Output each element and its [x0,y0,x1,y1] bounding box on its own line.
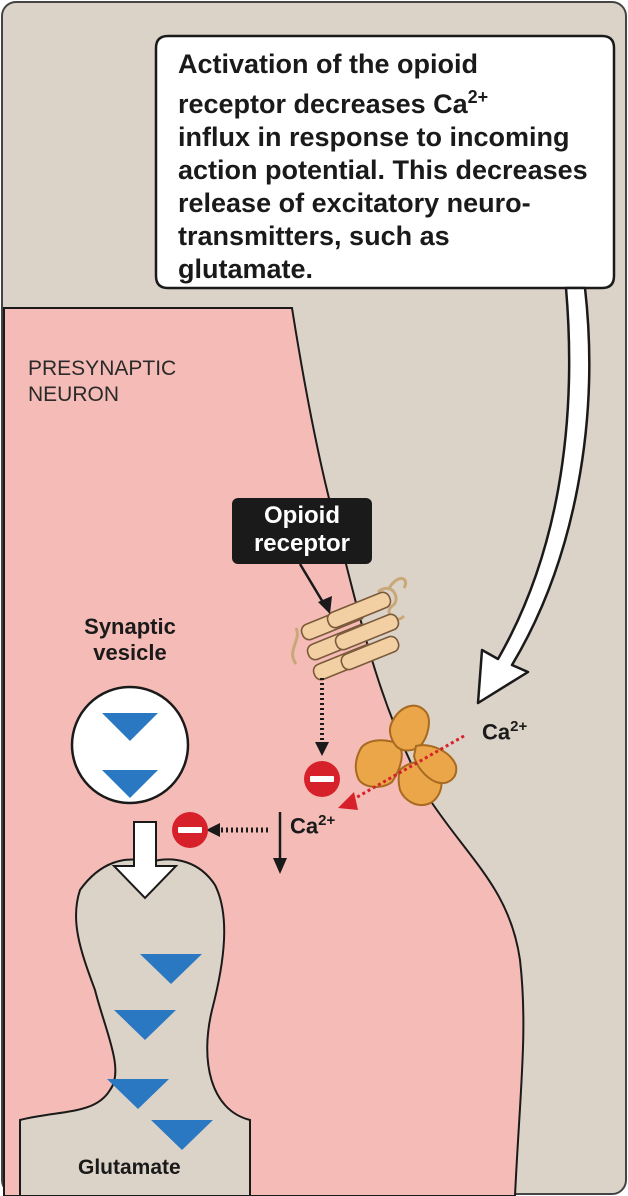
vesicle-label-line2: vesicle [60,640,200,666]
receptor-tag-line2: receptor [232,530,372,558]
calcium-inside-label: Ca2+ [290,812,335,839]
vesicle-inhibition-icon [172,812,208,848]
neuron-label-line2: NEURON [28,382,176,408]
receptor-tag-line1: Opioid [232,502,372,530]
neuron-label-line1: PRESYNAPTIC [28,356,176,382]
synaptic-vesicle-label: Synaptic vesicle [60,614,200,666]
callout-line: receptor decreases Ca2+ [178,81,618,121]
callout-line: transmitters, such as [178,220,618,253]
callout-line: glutamate. [178,253,618,286]
calcium-outside-label: Ca2+ [482,718,527,745]
vesicle-label-line1: Synaptic [60,614,200,640]
callout-line: release of excitatory neuro- [178,187,618,220]
callout-line-text: receptor decreases Ca [178,89,468,119]
opioid-receptor-tag: Opioid receptor [232,498,372,564]
callout-text: Activation of the opioid receptor decrea… [178,48,618,286]
glutamate-label: Glutamate [78,1156,181,1180]
calcium-outside-superscript: 2+ [510,718,527,735]
callout-line: Activation of the opioid [178,48,618,81]
calcium-inside-superscript: 2+ [318,812,335,829]
calcium-outside-text: Ca [482,719,510,744]
calcium-inside-text: Ca [290,813,318,838]
callout-line: action potential. This decreases [178,154,618,187]
callout-ca-superscript: 2+ [468,87,489,107]
presynaptic-neuron-label: PRESYNAPTIC NEURON [28,356,176,408]
callout-line: influx in response to incoming [178,121,618,154]
channel-inhibition-icon [304,761,340,797]
